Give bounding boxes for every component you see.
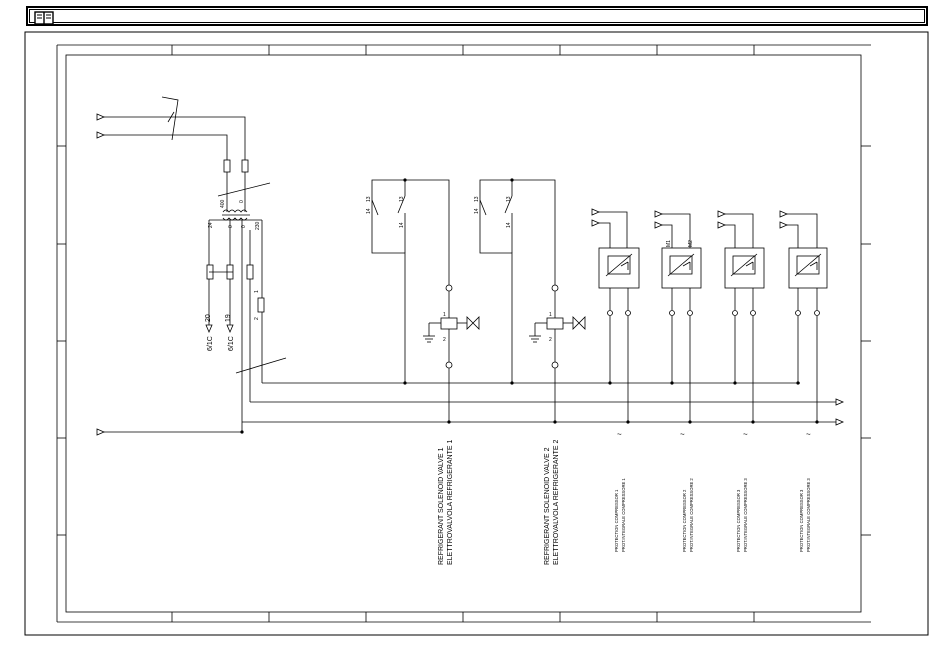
protection-3-caption-line2: PROT.INTEGRALE COMPRESSORE 3 <box>743 478 748 552</box>
valve-1-contact-b: 13 <box>366 196 372 202</box>
secondary-label-230: 230 <box>255 221 261 230</box>
valve-circuit-1 <box>371 178 480 424</box>
valve-1-terminal-bottom: 2 <box>443 337 446 343</box>
output-code-2: 6/1C <box>228 336 235 351</box>
secondary-label-24: 24 <box>208 222 214 228</box>
protection-1-symbol: ~ <box>617 430 622 439</box>
protection-4-caption-line2: PROT.INTEGRALE COMPRESSORE 3 <box>806 478 811 552</box>
valve-1-contact-d: 13 <box>399 196 405 202</box>
cable-cut-mark-2 <box>167 111 175 123</box>
protection-2-terminal-m1: M1 <box>666 240 672 247</box>
bus-arrow-1 <box>835 398 845 406</box>
valve-circuit-2 <box>479 178 586 424</box>
output-num-1: 20 <box>205 314 212 322</box>
valve-1-caption-line2: ELETTROVALVOLA REFRIGERANTE 1 <box>447 440 454 565</box>
output-arrow-2 <box>226 324 234 334</box>
protection-module-1 <box>591 208 640 424</box>
incoming-line-c <box>96 425 243 436</box>
protection-module-2 <box>654 210 702 424</box>
protection-module-3 <box>717 210 765 424</box>
valve-1-caption-line1: REFRIGERANT SOLENOID VALVE 1 <box>438 447 445 565</box>
fuse-secondary-3 <box>246 264 254 280</box>
protection-4-symbol: ~ <box>806 430 811 439</box>
drawing-border <box>56 44 871 623</box>
output-num-2: 19 <box>225 314 232 322</box>
fuse-secondary-4 <box>257 297 265 313</box>
protection-2-caption-line1: PROTECTION COMPRESSOR 2 <box>682 489 687 552</box>
transformer <box>208 192 263 230</box>
transformer-label-0: 0 <box>239 200 245 203</box>
header-bar-inner <box>29 9 925 25</box>
protection-3-symbol: ~ <box>743 430 748 439</box>
valve-1-contact-c: 14 <box>399 222 405 228</box>
header-bar <box>26 6 928 26</box>
output-arrow-1 <box>205 324 213 334</box>
cut-mark-4 <box>235 357 287 374</box>
protection-3-caption-line1: PROTECTION COMPRESSOR 3 <box>736 489 741 552</box>
protection-2-caption-line2: PROT.INTEGRALE COMPRESSORE 2 <box>689 478 694 552</box>
fuse-primary-2 <box>241 159 249 173</box>
valve-1-contact-a: 14 <box>366 208 372 214</box>
valve-2-caption-line1: REFRIGERANT SOLENOID VALVE 2 <box>544 447 551 565</box>
transformer-label-400: 400 <box>220 199 226 208</box>
valve-2-terminal-bottom: 2 <box>549 337 552 343</box>
bus-arrow-2 <box>835 418 845 426</box>
protection-2-symbol: ~ <box>680 430 685 439</box>
fuse-label-1: 1 <box>254 290 260 293</box>
cable-cut-mark-1 <box>161 96 179 141</box>
fuse-label-2: 2 <box>254 317 260 320</box>
valve-2-contact-b: 13 <box>474 196 480 202</box>
output-code-1: 6/1C <box>207 336 214 351</box>
protection-2-terminal-m2: M2 <box>688 240 694 247</box>
protection-1-caption-line2: PROT.INTEGRALE COMPRESSORE 1 <box>621 478 626 552</box>
valve-1-terminal-top: 1 <box>443 312 446 318</box>
protection-module-4 <box>779 210 828 424</box>
incoming-line-b <box>96 131 228 160</box>
incoming-line-a <box>96 113 246 160</box>
fuse-primary-1 <box>223 159 231 173</box>
valve-2-contact-d: 13 <box>506 196 512 202</box>
document-frame <box>24 31 929 636</box>
secondary-label-0b: 0 <box>241 225 247 228</box>
protection-4-caption-line1: PROTECTION COMPRESSOR 3 <box>799 489 804 552</box>
valve-2-terminal-top: 1 <box>549 312 552 318</box>
book-icon[interactable] <box>34 11 54 25</box>
valve-2-caption-line2: ELETTROVALVOLA REFRIGERANTE 2 <box>553 440 560 565</box>
secondary-label-0a: 0 <box>228 225 234 228</box>
protection-1-caption-line1: PROTECTION COMPRESSOR 1 <box>614 489 619 552</box>
valve-2-contact-c: 14 <box>506 222 512 228</box>
cut-mark-3 <box>217 182 271 197</box>
valve-2-contact-a: 14 <box>474 208 480 214</box>
